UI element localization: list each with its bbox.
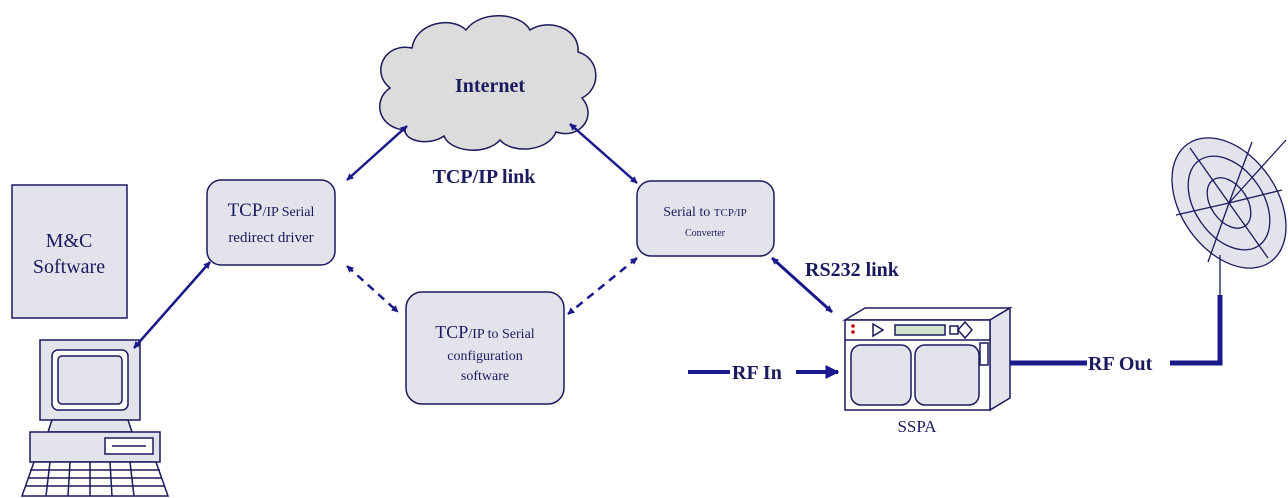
arrow-computer-driver [133,261,211,349]
config-label-line3: software [461,369,509,384]
internet-label: Internet [455,75,525,97]
desktop-computer-icon [20,339,170,497]
driver-label-line2: redirect driver [228,230,313,246]
driver-label-small: /IP Serial [262,205,314,220]
arrow-driver-cloud [346,125,408,181]
config-software-box: TCP/IP to Serial configuration software [405,291,565,405]
mc-software-box: M&C Software [11,184,128,319]
rf-out-line [1010,295,1223,366]
sspa-label: SSPA [897,417,937,436]
serial-redirect-driver-box: TCP/IP Serial redirect driver [206,179,336,266]
driver-label-line1: TCP/IP Serial [228,200,315,221]
sspa-rack-unit-icon [842,306,1013,412]
converter-label-b: TCP/IP [714,207,747,219]
satellite-dish-icon [1171,137,1287,295]
converter-label-line2: Converter [685,228,726,239]
arrow-converter-config-dashed [567,257,638,315]
serial-converter-box: Serial to TCP/IP Converter [636,180,775,257]
rf-in-label: RF In [732,362,782,384]
mc-software-label-line1: M&C [46,230,93,252]
arrow-converter-sspa [770,256,834,314]
config-label-small: /IP to Serial [468,327,534,342]
cloud-icon: Internet [379,15,597,151]
connector-arrows [133,123,834,349]
mc-software-label-line2: Software [33,256,105,278]
converter-label-a: Serial to [663,205,714,220]
arrow-cloud-converter [569,123,638,184]
driver-label-big: TCP [228,200,263,221]
converter-label-line1: Serial to TCP/IP [663,205,747,220]
config-label-line1: TCP/IP to Serial [435,322,534,342]
rs232-link-label: RS232 link [805,259,900,281]
config-label-line2: configuration [447,349,522,364]
rf-out-label: RF Out [1088,353,1153,375]
arrow-driver-config-dashed [346,265,399,313]
tcpip-link-label: TCP/IP link [433,166,537,188]
config-label-big: TCP [435,322,468,342]
